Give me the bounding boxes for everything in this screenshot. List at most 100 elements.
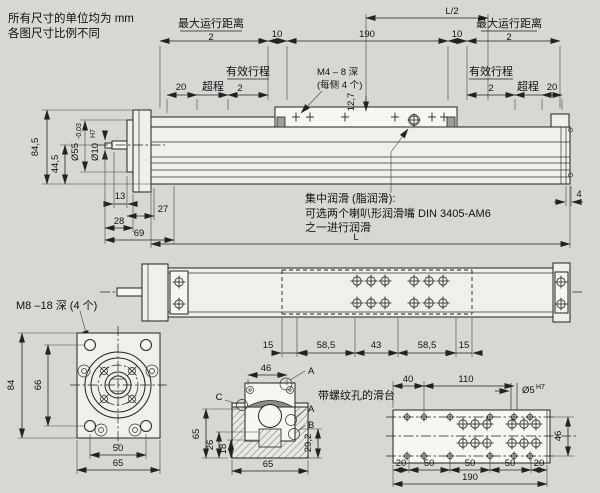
section-caption: 带螺纹孔的滑台 bbox=[318, 388, 395, 402]
motor-shaft bbox=[116, 287, 143, 297]
detail-circle-a-top bbox=[279, 377, 293, 391]
dim-hole-pattern: 15 58,5 43 58,5 15 bbox=[263, 318, 483, 357]
bearing-boss-inner bbox=[90, 357, 146, 413]
dim-27: 27 bbox=[126, 188, 169, 220]
dim-label: 有效行程 bbox=[469, 64, 513, 78]
note-units: 所有尺寸的单位均为 mm bbox=[8, 11, 134, 25]
dim-84-5: 84,5 bbox=[30, 109, 150, 185]
dim-label: 20 bbox=[396, 458, 407, 469]
dim-label: 58,5 bbox=[418, 340, 437, 351]
detail-circle-b bbox=[288, 428, 300, 440]
dim-label: 190 bbox=[359, 29, 375, 40]
dim-46-plate: 46 bbox=[552, 416, 574, 457]
bolt-circle bbox=[97, 364, 139, 406]
end-stop-block bbox=[550, 113, 570, 128]
flange-corner-holes bbox=[84, 339, 152, 432]
detail-label-a: A bbox=[308, 366, 315, 377]
detail-circle-a-mid bbox=[285, 414, 297, 426]
dim-l-half: L/2 bbox=[365, 6, 489, 100]
dim-label: 190 bbox=[462, 472, 478, 483]
dim-110: 110 bbox=[423, 374, 515, 389]
dim-label: 26 bbox=[205, 440, 216, 451]
dim-13: 13 bbox=[103, 152, 138, 208]
dim-label: 43 bbox=[371, 340, 382, 351]
carriage-stop-left bbox=[276, 116, 286, 128]
dim-label: 10 bbox=[272, 29, 283, 40]
dim-65-section-bottom: 65 bbox=[231, 459, 309, 475]
dim-denominator: 2 bbox=[506, 32, 511, 43]
dim-label: Ø55 bbox=[70, 143, 81, 161]
dim-label: 超程 bbox=[202, 79, 224, 93]
dim-4: 4 bbox=[554, 186, 583, 206]
dim-stroke-left: 20 超程 有效行程 2 bbox=[166, 64, 270, 113]
dim-denominator: 2 bbox=[208, 32, 213, 43]
callout-line2: (每侧 4 个) bbox=[317, 79, 362, 91]
dim-label: 27 bbox=[158, 204, 169, 215]
dim-fit: H7 bbox=[90, 129, 97, 138]
dim-label: 29,2 bbox=[303, 434, 314, 453]
dim-label: 84,5 bbox=[30, 138, 41, 157]
detail-circle-c bbox=[236, 399, 248, 411]
ballscrew-section bbox=[258, 404, 282, 428]
dim-label: 15 bbox=[459, 340, 470, 351]
end-face-view bbox=[70, 326, 167, 446]
dim-max-travel-right: 最大运行距离 2 bbox=[466, 16, 561, 108]
lubrication-fitting bbox=[407, 113, 421, 127]
dia-55-callout: Ø55 -0,03 bbox=[70, 119, 127, 173]
carriage-stop-right bbox=[446, 116, 456, 128]
dim-12-7: 12,7 bbox=[346, 93, 369, 112]
dim-label: 12,7 bbox=[346, 93, 357, 112]
dim-label: 50 bbox=[505, 458, 516, 469]
detail-label-a2: A bbox=[308, 404, 315, 415]
dim-label: 13 bbox=[115, 191, 126, 202]
dim-fit: H7 bbox=[536, 384, 545, 391]
callout-label: M8 –18 深 (4 个) bbox=[16, 299, 97, 312]
lube-note-line2: 可选两个喇叭形润滑嘴 DIN 3405-AM6 bbox=[305, 206, 491, 220]
dim-26: 26 bbox=[205, 431, 258, 459]
dim-84: 84 bbox=[6, 332, 77, 439]
module-bottom-view bbox=[100, 262, 582, 323]
dim-40: 40 bbox=[392, 374, 425, 413]
dim-denominator: 2 bbox=[237, 83, 242, 94]
bearing-boss-outer bbox=[84, 351, 152, 419]
dim-label: 最大运行距离 bbox=[476, 16, 542, 30]
callout-line1: M4 – 8 深 bbox=[317, 67, 359, 78]
dim-label: 84 bbox=[6, 380, 17, 391]
dim-65-section-side: 65 bbox=[191, 408, 240, 459]
dim-29-2: 29,2 bbox=[300, 428, 322, 459]
dim-label: 65 bbox=[113, 458, 124, 469]
carriage-plate-view bbox=[386, 383, 576, 464]
dim-label: 50 bbox=[113, 443, 124, 454]
dim-10-left: 10 bbox=[267, 29, 288, 100]
detail-label-b: B bbox=[308, 420, 314, 431]
shaft-end bbox=[108, 375, 128, 395]
dim-max-travel-left: 最大运行距离 2 bbox=[159, 16, 269, 108]
shaft-step bbox=[104, 142, 113, 149]
dim-label: Ø10 bbox=[90, 143, 101, 161]
body-bottom bbox=[167, 267, 554, 318]
dim-total-length: L bbox=[150, 186, 571, 248]
cover-strip bbox=[150, 116, 276, 128]
m4-thread-callout: M4 – 8 深 (每侧 4 个) bbox=[300, 67, 362, 114]
dim-label: L bbox=[353, 232, 358, 243]
dim-label: 65 bbox=[191, 429, 202, 440]
dim-69: 69 bbox=[104, 186, 175, 244]
lubrication-note: 集中润滑 (脂润滑): 可选两个喇叭形润滑嘴 DIN 3405-AM6 之一进行… bbox=[305, 128, 491, 234]
body-extrusion bbox=[150, 126, 571, 185]
detail-label-c: C bbox=[216, 392, 223, 403]
dim-50: 50 bbox=[89, 434, 147, 459]
screw-nut-section bbox=[258, 428, 282, 448]
dim-label: 20 bbox=[547, 82, 558, 93]
carriage-plate bbox=[392, 409, 551, 464]
dim-label: 58,5 bbox=[317, 340, 336, 351]
dim-label: 4 bbox=[576, 189, 581, 200]
side-elevation-view bbox=[98, 106, 573, 193]
dim-label: 66 bbox=[33, 380, 44, 391]
dim-46-section: 46 bbox=[247, 363, 288, 385]
dim-label: 50 bbox=[424, 458, 435, 469]
dim-label: L/2 bbox=[445, 6, 458, 17]
lube-note-line1: 集中润滑 (脂润滑): bbox=[305, 191, 395, 205]
dim-label: 18 bbox=[218, 444, 229, 455]
shaft-bore bbox=[104, 371, 132, 399]
